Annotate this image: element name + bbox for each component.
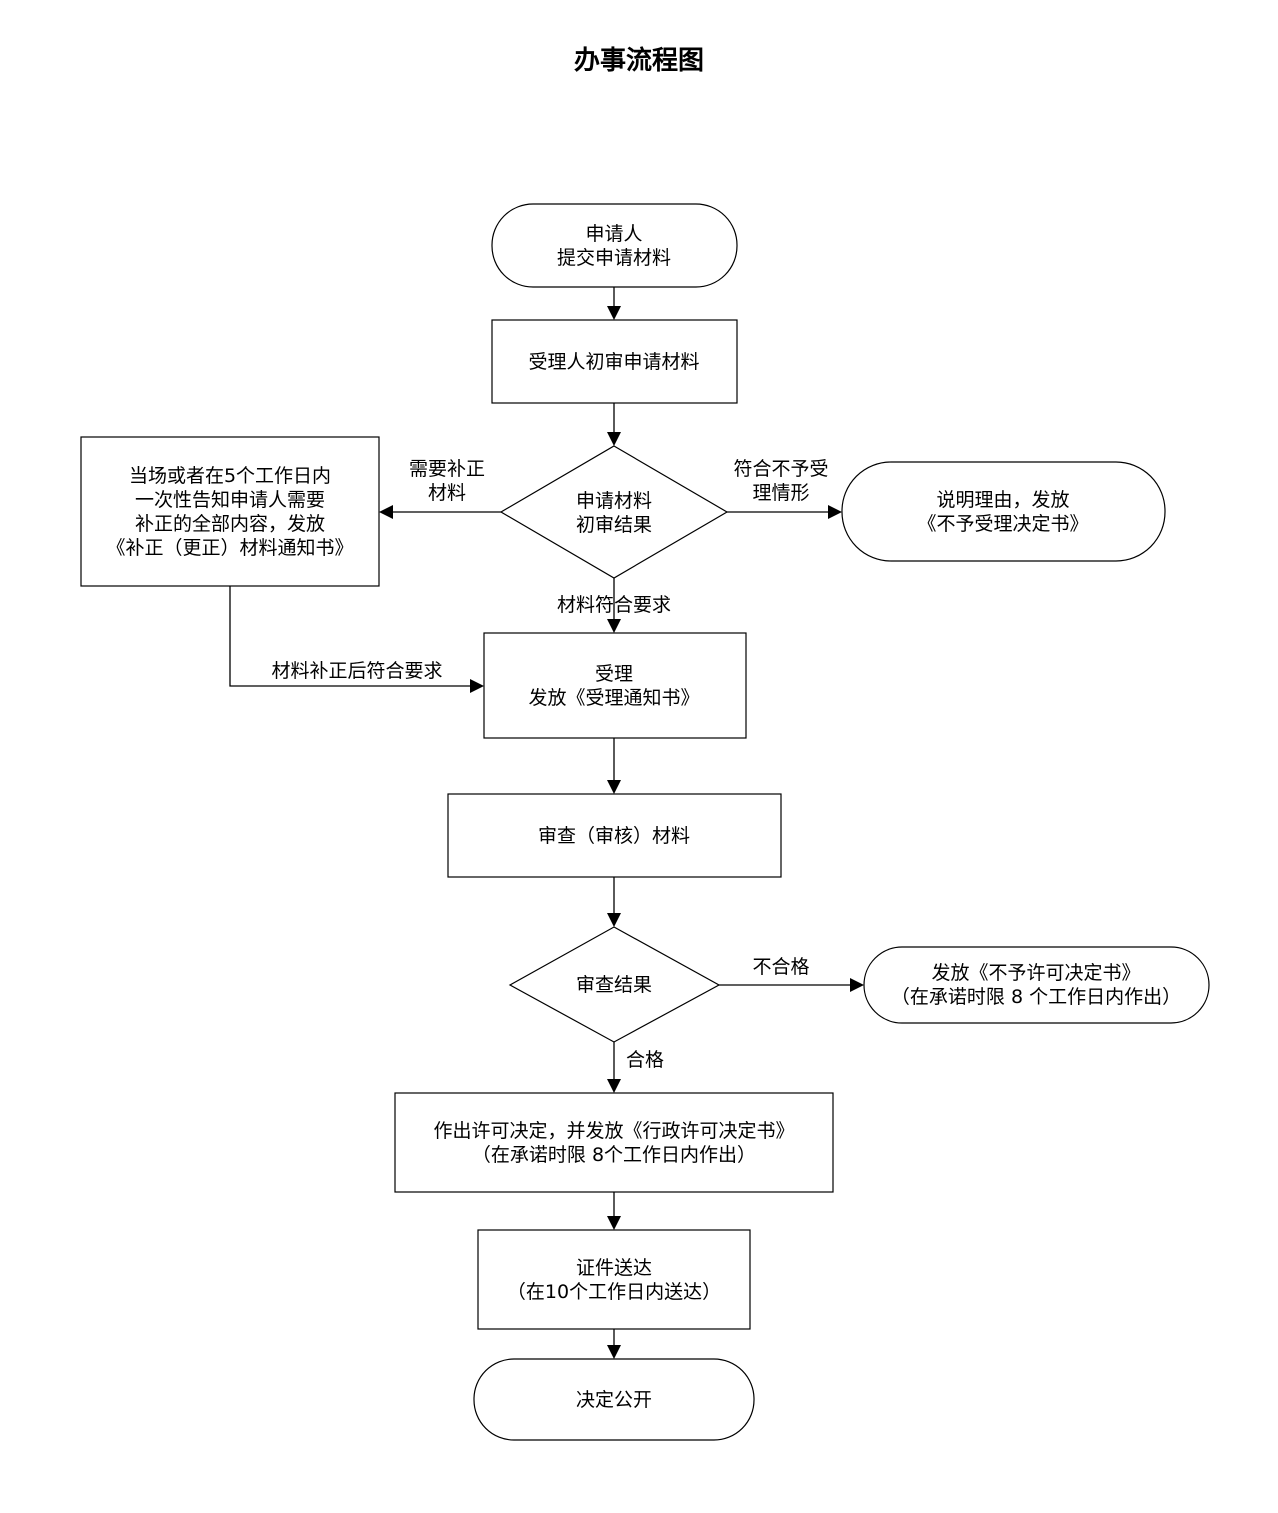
text-line: 材料符合要求 — [557, 594, 671, 616]
text-line: 理情形 — [752, 482, 809, 504]
text-line: 发放《不予许可决定书》 — [931, 962, 1140, 984]
node-initial-review: 受理人初审申请材料 — [491, 319, 738, 404]
arrowhead — [607, 432, 621, 446]
text-line: 一次性告知申请人需要 — [135, 489, 325, 511]
text-line: 证件送达 — [576, 1257, 652, 1279]
text-line: 材料 — [428, 482, 466, 504]
node-text: 审查结果 — [576, 974, 652, 996]
connectors — [229, 287, 864, 1359]
node-deliver: 证件送达（在10个工作日内送达） — [477, 1229, 751, 1330]
text-line: 提交申请材料 — [557, 247, 671, 269]
node-initial-result: 申请材料初审结果 — [499, 445, 729, 579]
node-text: 申请人提交申请材料 — [557, 223, 671, 269]
text-line: 合格 — [626, 1049, 664, 1071]
text-line: 需要补正 — [409, 458, 485, 480]
arrowhead — [607, 306, 621, 320]
text-line: 《不予受理决定书》 — [917, 513, 1088, 535]
node-reject-acceptance: 说明理由，发放《不予受理决定书》 — [841, 461, 1166, 562]
text-line: （在承诺时限 8 个工作日内作出） — [891, 986, 1181, 1008]
text-line: 说明理由，发放 — [936, 489, 1069, 511]
text-line: 符合不予受 — [733, 458, 828, 480]
arrowhead — [607, 1345, 621, 1359]
arrowhead — [607, 780, 621, 794]
text-line: 当场或者在5个工作日内 — [129, 465, 331, 487]
node-text: 决定公开 — [576, 1389, 652, 1411]
node-text: 申请材料初审结果 — [576, 490, 652, 536]
node-examine-result: 审查结果 — [508, 926, 721, 1043]
arrowhead — [379, 505, 393, 519]
text-line: 审查（审核）材料 — [538, 825, 690, 847]
text-line: 作出许可决定，并发放《行政许可决定书》 — [433, 1120, 794, 1142]
edge-label-materials-ok: 材料符合要求 — [557, 594, 671, 616]
text-line: （在10个工作日内送达） — [507, 1281, 721, 1303]
node-accept: 受理发放《受理通知书》 — [483, 632, 747, 739]
node-grant-permit: 作出许可决定，并发放《行政许可决定书》（在承诺时限 8个工作日内作出） — [394, 1092, 834, 1193]
node-text: 证件送达（在10个工作日内送达） — [507, 1257, 721, 1303]
text-line: 发放《受理通知书》 — [528, 687, 699, 709]
text-line: 受理 — [595, 663, 633, 685]
text-line: 不合格 — [752, 956, 809, 978]
text-line: 受理人初审申请材料 — [528, 351, 699, 373]
text-line: 补正的全部内容，发放 — [135, 513, 325, 535]
edge-label-need-supplement: 需要补正材料 — [409, 458, 485, 504]
text-line: （在承诺时限 8个工作日内作出） — [472, 1144, 756, 1166]
node-text: 当场或者在5个工作日内一次性告知申请人需要补正的全部内容，发放《补正（更正）材料… — [106, 465, 353, 559]
node-text: 作出许可决定，并发放《行政许可决定书》（在承诺时限 8个工作日内作出） — [433, 1120, 794, 1166]
node-deny-permit: 发放《不予许可决定书》（在承诺时限 8 个工作日内作出） — [863, 946, 1210, 1024]
connector-supplement-to-accept — [229, 586, 470, 687]
node-text: 说明理由，发放《不予受理决定书》 — [917, 489, 1088, 535]
node-text: 发放《不予许可决定书》（在承诺时限 8 个工作日内作出） — [891, 962, 1181, 1008]
text-line: 申请人 — [585, 223, 642, 245]
arrowhead — [828, 505, 842, 519]
edge-labels: 需要补正材料 符合不予受理情形 材料符合要求 材料补正后符合要求 不合格 合格 — [271, 458, 828, 1071]
text-line: 申请材料 — [576, 490, 652, 512]
text-line: 《补正（更正）材料通知书》 — [106, 537, 353, 559]
page-title: 办事流程图 — [573, 46, 704, 76]
text-line: 初审结果 — [576, 514, 652, 536]
node-publish: 决定公开 — [473, 1358, 755, 1441]
arrowhead — [607, 619, 621, 633]
node-start: 申请人提交申请材料 — [491, 203, 738, 288]
edge-label-after-supplement: 材料补正后符合要求 — [271, 660, 442, 682]
edge-label-fail: 不合格 — [752, 956, 809, 978]
arrowhead — [607, 1216, 621, 1230]
node-text: 受理人初审申请材料 — [528, 351, 699, 373]
text-line: 决定公开 — [576, 1389, 652, 1411]
arrowhead — [607, 913, 621, 927]
node-text: 审查（审核）材料 — [538, 825, 690, 847]
arrowhead — [850, 978, 864, 992]
node-supplement-notice: 当场或者在5个工作日内一次性告知申请人需要补正的全部内容，发放《补正（更正）材料… — [80, 436, 380, 587]
edge-label-not-accept-case: 符合不予受理情形 — [733, 458, 828, 504]
edge-label-pass: 合格 — [626, 1049, 664, 1071]
arrowhead — [470, 679, 484, 693]
text-line: 审查结果 — [576, 974, 652, 996]
text-line: 材料补正后符合要求 — [271, 660, 442, 682]
node-examine: 审查（审核）材料 — [447, 793, 782, 878]
arrowhead — [607, 1079, 621, 1093]
node-text: 受理发放《受理通知书》 — [528, 663, 699, 709]
